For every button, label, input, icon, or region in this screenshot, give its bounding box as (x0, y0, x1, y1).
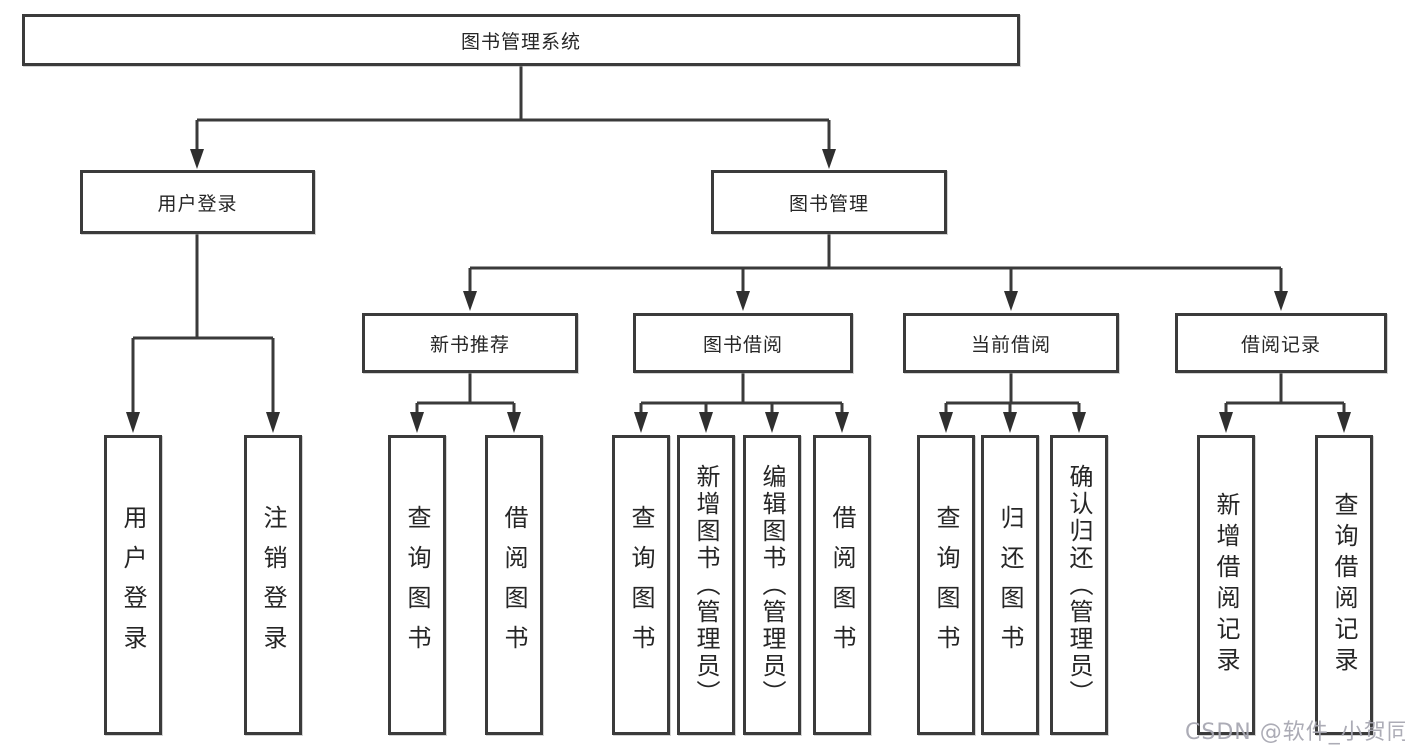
node-library-management-system: 图书管理系统 (22, 14, 1020, 66)
leaf-borrowing-edit-book-admin: 编辑图书（管理员） (743, 435, 801, 735)
node-label: 编辑图书（管理员） (758, 463, 786, 707)
node-book-management: 图书管理 (711, 170, 947, 234)
node-book-borrowing: 图书借阅 (633, 313, 853, 373)
node-label: 当前借阅 (970, 333, 1051, 356)
leaf-recommend-query-book: 查询图书 (388, 435, 446, 735)
node-borrow-records: 借阅记录 (1175, 313, 1387, 373)
node-label: 用户登录 (157, 192, 238, 215)
node-current-borrowing: 当前借阅 (903, 313, 1119, 373)
node-label: 查询图书 (932, 505, 960, 665)
node-label: 借阅图书 (500, 505, 528, 665)
leaf-borrowing-add-book-admin: 新增图书（管理员） (677, 435, 735, 735)
leaf-current-return-book: 归还图书 (981, 435, 1039, 735)
node-label: 确认归还（管理员） (1065, 463, 1093, 707)
leaf-user-logout: 注销登录 (244, 435, 302, 735)
leaf-borrowing-borrow-book: 借阅图书 (813, 435, 871, 735)
leaf-borrowing-query-book: 查询图书 (612, 435, 670, 735)
leaf-user-login: 用户登录 (104, 435, 162, 735)
leaf-current-confirm-return-admin: 确认归还（管理员） (1050, 435, 1108, 735)
node-label: 新增图书（管理员） (692, 463, 720, 707)
node-label: 新书推荐 (429, 333, 510, 356)
node-label: 图书借阅 (702, 333, 783, 356)
node-label: 图书管理 (788, 192, 869, 215)
node-label: 新增借阅记录 (1212, 492, 1240, 678)
leaf-recommend-borrow-book: 借阅图书 (485, 435, 543, 735)
node-label: 查询图书 (627, 505, 655, 665)
node-label: 图书管理系统 (460, 30, 581, 53)
leaf-records-query-record: 查询借阅记录 (1315, 435, 1373, 735)
node-label: 归还图书 (996, 505, 1024, 665)
node-label: 注销登录 (259, 505, 287, 665)
node-label: 用户登录 (119, 505, 147, 665)
leaf-current-query-book: 查询图书 (917, 435, 975, 735)
leaf-records-add-record: 新增借阅记录 (1197, 435, 1255, 735)
node-user-login: 用户登录 (80, 170, 315, 234)
node-label: 借阅记录 (1240, 333, 1321, 356)
node-label: 查询图书 (403, 505, 431, 665)
node-new-book-recommend: 新书推荐 (362, 313, 578, 373)
node-label: 查询借阅记录 (1330, 492, 1358, 678)
node-label: 借阅图书 (828, 505, 856, 665)
